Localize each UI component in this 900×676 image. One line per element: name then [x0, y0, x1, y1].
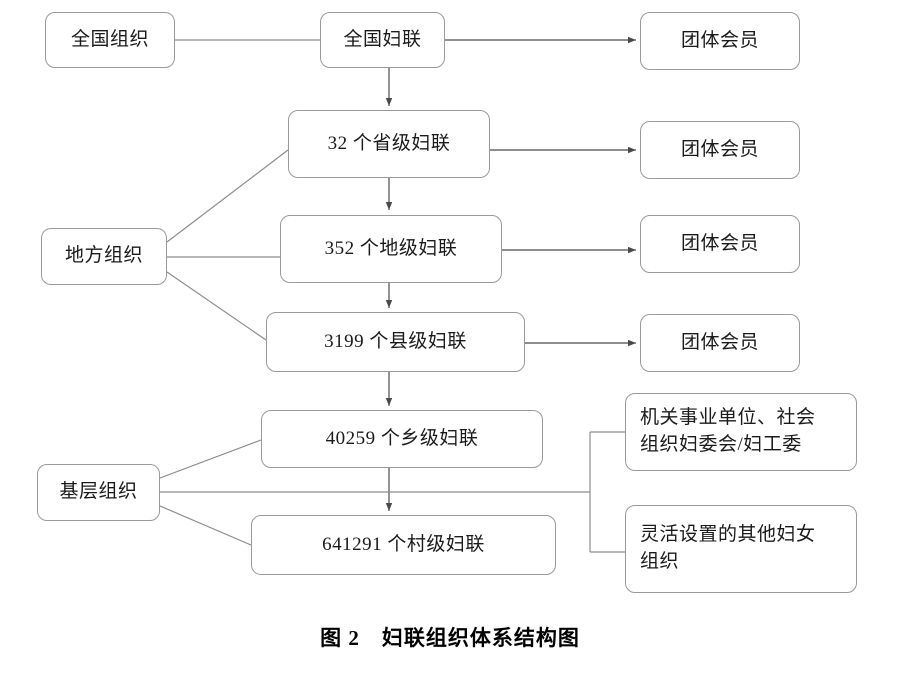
node-label: 团体会员 [680, 29, 759, 51]
node-member-2[interactable]: 团体会员 [640, 121, 800, 179]
node-label: 全国组织 [70, 28, 149, 50]
node-label: 灵活设置的其他妇女 组织 [640, 524, 816, 572]
node-label: 基层组织 [59, 481, 138, 503]
node-work-units[interactable]: 机关事业单位、社会 组织妇委会/妇工委 [625, 393, 857, 471]
node-grassroots-group[interactable]: 基层组织 [37, 464, 160, 521]
node-member-1[interactable]: 团体会员 [640, 12, 800, 70]
figure-caption-text: 图 2 妇联组织体系结构图 [320, 626, 580, 650]
node-township-federations[interactable]: 40259 个乡级妇联 [261, 410, 543, 468]
node-prefecture-federations[interactable]: 352 个地级妇联 [280, 215, 502, 283]
node-label: 40259 个乡级妇联 [325, 427, 479, 449]
edge-grassroots-to-township [159, 439, 262, 479]
node-village-federations[interactable]: 641291 个村级妇联 [251, 515, 556, 575]
node-label: 团体会员 [680, 331, 759, 353]
node-label: 地方组织 [64, 245, 143, 267]
node-national-group[interactable]: 全国组织 [45, 12, 175, 68]
node-label: 641291 个村级妇联 [322, 533, 485, 555]
node-flexible-orgs[interactable]: 灵活设置的其他妇女 组织 [625, 505, 857, 593]
node-label: 团体会员 [680, 232, 759, 254]
node-local-group[interactable]: 地方组织 [41, 228, 167, 285]
node-label: 352 个地级妇联 [324, 237, 458, 259]
node-member-3[interactable]: 团体会员 [640, 215, 800, 273]
edge-grassroots-to-village [159, 505, 252, 546]
edge-local-to-county [166, 271, 267, 341]
node-member-4[interactable]: 团体会员 [640, 314, 800, 372]
node-label: 32 个省级妇联 [327, 132, 451, 154]
node-provincial-federations[interactable]: 32 个省级妇联 [288, 110, 490, 178]
node-national-acwf[interactable]: 全国妇联 [320, 12, 445, 68]
node-label: 3199 个县级妇联 [324, 330, 467, 352]
figure-caption: 图 2 妇联组织体系结构图 [0, 622, 900, 652]
node-label: 全国妇联 [343, 28, 422, 50]
node-county-federations[interactable]: 3199 个县级妇联 [266, 312, 525, 372]
node-label: 机关事业单位、社会 组织妇委会/妇工委 [640, 407, 816, 455]
node-label: 团体会员 [680, 138, 759, 160]
edge-local-to-provincial [166, 149, 289, 243]
